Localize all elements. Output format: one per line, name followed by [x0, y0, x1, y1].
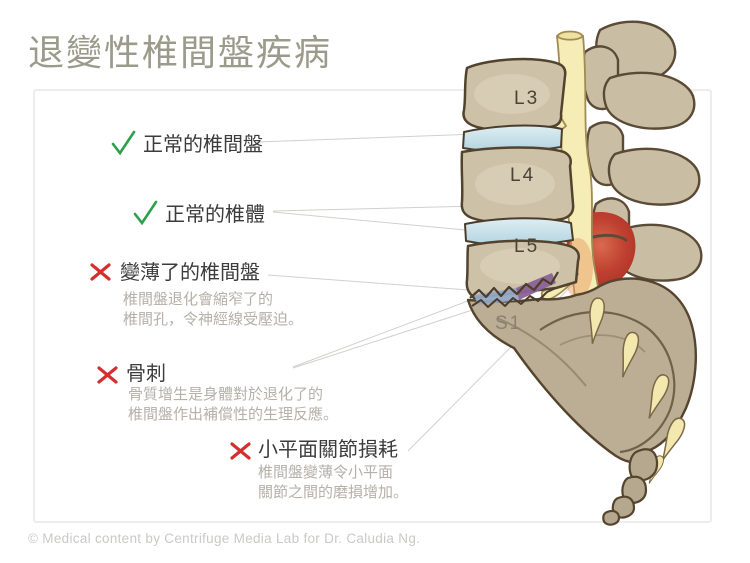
label-l4: L4: [510, 165, 535, 186]
leader-normal-body-2: [272, 211, 477, 232]
label-normal-body: 正常的椎體: [165, 204, 265, 226]
x-icon: [97, 366, 118, 384]
sacrum: [466, 277, 697, 526]
vertebra-labels: L3 L4 L5 S1: [495, 88, 539, 334]
check-icon: [111, 130, 136, 156]
footer-credit: © Medical content by Centrifuge Media La…: [28, 531, 421, 546]
desc-facet-wear: 椎間盤變薄令小平面 關節之間的磨損增加。: [258, 464, 409, 501]
check-icon: [133, 200, 158, 226]
thinned-disc: [469, 271, 559, 308]
leader-normal-body-1: [272, 205, 479, 212]
leader-bone-spur-1: [292, 295, 482, 368]
label-normal-disc: 正常的椎間盤: [143, 134, 263, 156]
page-title: 退變性椎間盤疾病: [28, 32, 333, 73]
x-icon: [230, 442, 251, 460]
label-l5: L5: [514, 236, 539, 257]
label-thinned-disc: 變薄了的椎間盤: [120, 262, 260, 284]
desc-thinned-disc: 椎間盤退化會縮窄了的 椎間孔，令神經線受壓迫。: [123, 291, 304, 328]
label-s1: S1: [495, 313, 522, 334]
transverse-process-l4: [607, 147, 701, 206]
sacral-foramina: [589, 297, 686, 484]
nerve-canal-cut: [556, 30, 584, 41]
label-l3: L3: [514, 88, 539, 109]
label-facet-wear: 小平面關節損耗: [258, 439, 398, 461]
coccyx: [602, 448, 659, 526]
x-icon: [90, 263, 111, 281]
leader-normal-disc: [256, 133, 479, 143]
label-bone-spur: 骨刺: [126, 363, 166, 385]
leader-facet-joint: [407, 256, 601, 452]
leader-lines: [256, 133, 601, 452]
leader-bone-spur-2: [292, 303, 492, 369]
leader-thinned-disc: [267, 274, 483, 292]
desc-bone-spur: 骨質增生是身體對於退化了的 椎間盤作出補償性的生理反應。: [128, 386, 339, 423]
lumbar-vertebrae: [460, 57, 580, 300]
transverse-process-l3: [602, 71, 696, 130]
